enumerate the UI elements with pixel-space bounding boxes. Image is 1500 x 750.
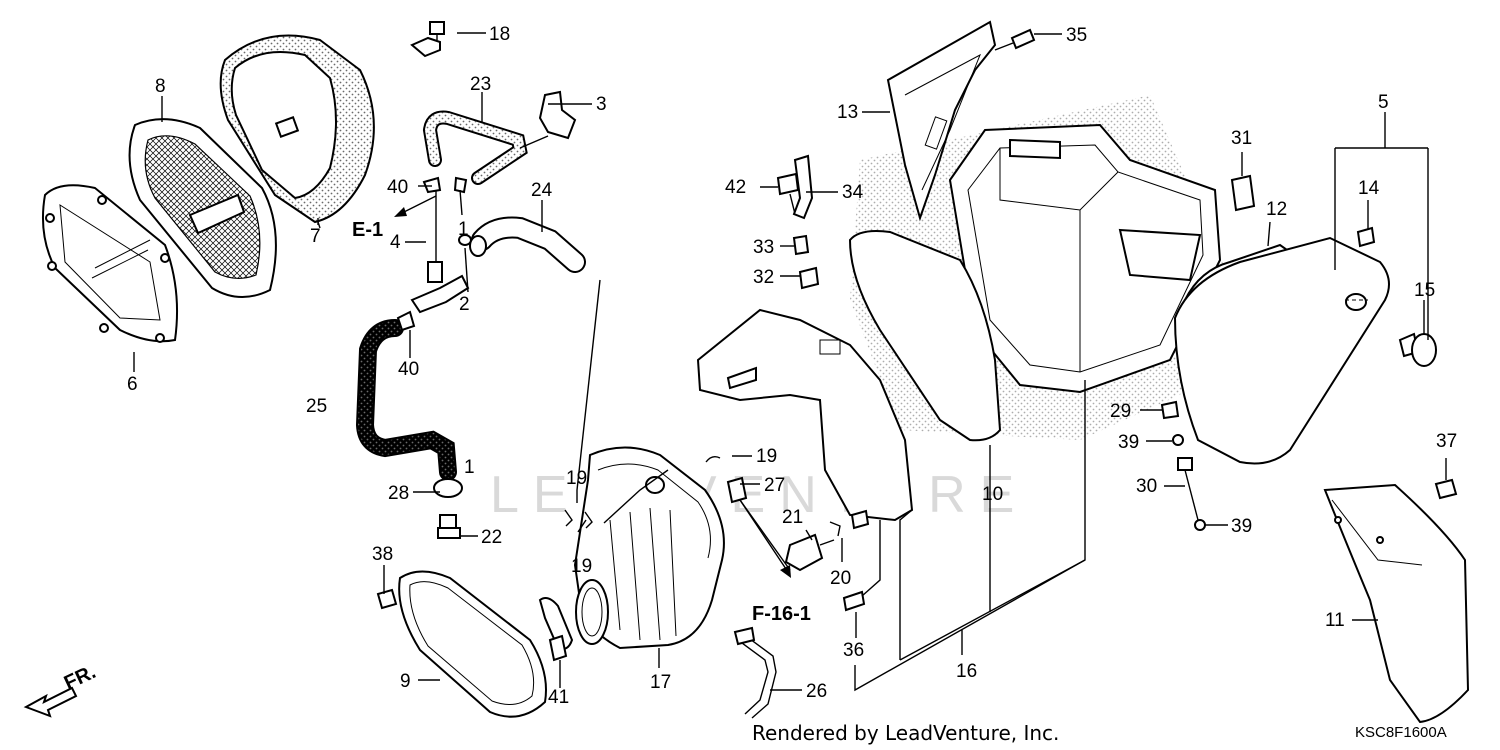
drain-plug bbox=[433, 478, 463, 539]
callout-23: 23 bbox=[470, 74, 491, 95]
connecting-tube bbox=[573, 446, 725, 650]
grommet-14 bbox=[1356, 226, 1376, 248]
sensor-21 bbox=[784, 533, 835, 572]
callout-38: 38 bbox=[372, 544, 393, 565]
reference-e1: E-1 bbox=[352, 219, 383, 241]
side-cover bbox=[1173, 236, 1390, 465]
air-filter-element bbox=[219, 34, 375, 229]
grommet-32 bbox=[798, 266, 820, 290]
filter-holder-plate bbox=[42, 184, 179, 343]
callout-32: 32 bbox=[753, 267, 774, 288]
bolt-36 bbox=[842, 590, 866, 612]
case-bracket bbox=[696, 308, 914, 522]
washer-39a bbox=[1172, 434, 1184, 446]
hose-clamp-bracket bbox=[519, 90, 577, 149]
bolt-30 bbox=[1177, 457, 1199, 521]
callout-41: 41 bbox=[548, 687, 569, 708]
callout-29: 29 bbox=[1110, 401, 1131, 422]
bolt-37 bbox=[1434, 478, 1458, 500]
drain-hose-lower bbox=[355, 310, 457, 481]
callout-24: 24 bbox=[531, 180, 553, 201]
side-plate bbox=[886, 20, 997, 222]
small-clips-upper bbox=[422, 176, 468, 194]
callout-3: 3 bbox=[596, 94, 607, 115]
bolt-42 bbox=[776, 172, 800, 215]
breather-tube-26 bbox=[733, 626, 777, 719]
callout-numbers: 1 1 2 3 4 5 6 7 8 9 10 11 12 13 14 15 16… bbox=[127, 24, 1457, 708]
mud-guard bbox=[1323, 483, 1470, 724]
callout-37: 37 bbox=[1436, 431, 1457, 452]
drain-hose-upper bbox=[469, 216, 586, 273]
callout-25: 25 bbox=[306, 396, 327, 417]
render-credit: Rendered by LeadVenture, Inc. bbox=[752, 721, 1059, 745]
callout-34: 34 bbox=[842, 182, 864, 203]
callout-39: 39 bbox=[1231, 516, 1252, 537]
callout-31: 31 bbox=[1231, 128, 1252, 149]
callout-33: 33 bbox=[753, 237, 774, 258]
callout-10: 10 bbox=[982, 484, 1003, 505]
clip-31 bbox=[1230, 174, 1256, 212]
callout-40: 40 bbox=[398, 359, 419, 380]
callout-2: 2 bbox=[459, 294, 470, 315]
callout-27: 27 bbox=[764, 475, 785, 496]
callout-5: 5 bbox=[1378, 92, 1389, 113]
callout-40: 40 bbox=[387, 177, 408, 198]
reference-f16-1: F-16-1 bbox=[752, 603, 811, 625]
callout-1: 1 bbox=[458, 219, 469, 240]
callout-19: 19 bbox=[571, 556, 592, 577]
tube-band bbox=[538, 597, 574, 662]
callout-9: 9 bbox=[400, 671, 411, 692]
e1-reference-arrow bbox=[394, 195, 437, 217]
clips-19 bbox=[564, 455, 721, 529]
bolt-35 bbox=[994, 28, 1036, 51]
callout-19: 19 bbox=[756, 446, 777, 467]
leader-lines bbox=[133, 32, 1447, 692]
diagram-code: KSC8F1600A bbox=[1355, 724, 1447, 741]
callout-11: 11 bbox=[1325, 610, 1345, 631]
callout-42: 42 bbox=[725, 177, 746, 198]
callout-21: 21 bbox=[782, 507, 803, 528]
callout-15: 15 bbox=[1414, 280, 1435, 301]
callout-26: 26 bbox=[806, 681, 827, 702]
callout-20: 20 bbox=[830, 568, 851, 589]
callout-36: 36 bbox=[843, 640, 864, 661]
callout-12: 12 bbox=[1266, 199, 1287, 220]
callout-8: 8 bbox=[155, 76, 166, 97]
callout-17: 17 bbox=[650, 672, 671, 693]
fitting-27 bbox=[726, 476, 748, 504]
f16-reference-arrow bbox=[739, 499, 791, 578]
callout-14: 14 bbox=[1358, 178, 1380, 199]
callout-22: 22 bbox=[481, 527, 502, 548]
collar-33 bbox=[792, 234, 810, 256]
case-gasket bbox=[848, 230, 1002, 442]
callout-28: 28 bbox=[388, 483, 409, 504]
callout-16: 16 bbox=[956, 661, 977, 682]
gasket-cover bbox=[398, 570, 547, 718]
rubber-mount-34 bbox=[792, 154, 814, 220]
callout-1: 1 bbox=[464, 457, 475, 478]
screw-29 bbox=[1160, 400, 1180, 420]
front-direction-arrow-icon bbox=[23, 686, 78, 718]
callout-39: 39 bbox=[1118, 432, 1139, 453]
callout-6: 6 bbox=[127, 374, 138, 395]
filter-frame bbox=[128, 118, 277, 298]
callout-18: 18 bbox=[489, 24, 510, 45]
callout-19: 19 bbox=[566, 468, 587, 489]
callout-30: 30 bbox=[1136, 476, 1157, 497]
quick-release-15 bbox=[1398, 332, 1437, 367]
breather-hose bbox=[422, 110, 528, 185]
front-marker-label: FR. bbox=[61, 661, 99, 695]
clip-20 bbox=[829, 509, 870, 537]
breather-cap bbox=[410, 21, 445, 58]
callout-7: 7 bbox=[310, 226, 321, 247]
callout-13: 13 bbox=[837, 102, 858, 123]
washer-39b bbox=[1194, 519, 1206, 531]
callout-4: 4 bbox=[390, 232, 401, 253]
nut-38 bbox=[376, 588, 398, 610]
callout-35: 35 bbox=[1066, 25, 1087, 46]
